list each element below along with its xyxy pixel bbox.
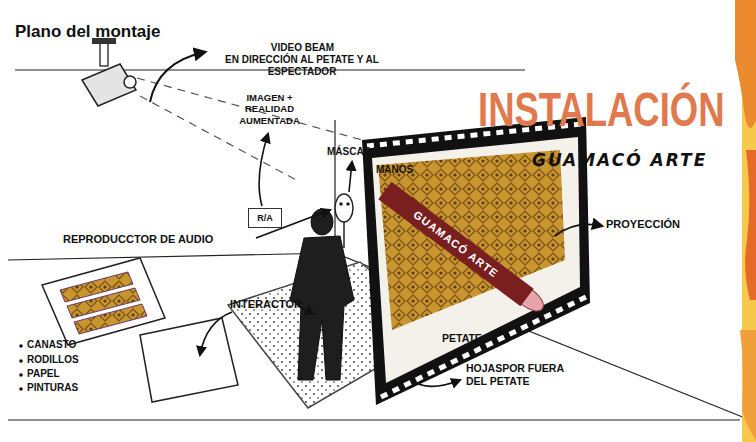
callout-label: EN DIRECCIÓN AL PETATE Y AL ESPECTADOR [222,54,382,78]
leader-arrow [200,312,232,355]
projector-body [82,64,136,106]
list-bullets [19,344,23,391]
bullet [19,359,23,363]
callout-label: HOJASPOR FUERA DEL PETATE [466,362,576,387]
painted-sheet [74,304,147,334]
interactor-figure [290,209,354,380]
painted-sheets [42,258,165,345]
mask-eye [339,202,343,206]
projection-area [372,137,580,383]
callout-label: MANOS [376,164,413,176]
floor-back-line [8,253,335,260]
paint-drip [740,330,756,440]
bullet [19,373,23,377]
installation-heading: INSTALACIÓN [478,86,725,134]
materials-item: CANASTO [27,339,76,351]
leader-arrow [150,52,205,102]
leader-arrow [349,162,352,192]
leader-arrow [259,134,268,206]
paint-drips [735,0,756,442]
mask-stand [343,222,345,248]
callout-label: VIDEO BEAM [240,42,365,54]
bullet [19,344,23,348]
mask-eye [346,202,350,206]
callout-label: PROYECCIÓN [606,218,680,231]
callout-label: REPRODUCCTOR DE AUDIO [63,233,213,246]
diagram-title: Plano del montaje [15,22,160,42]
materials-item: PAPEL [27,368,60,380]
projected-image [378,150,565,330]
bullet [19,387,23,391]
materials-item: RODILLOS [27,354,79,366]
callout-label: PETATE [442,332,482,345]
leader-arrow [555,224,602,236]
mask-face [335,194,353,222]
floor-front-line [8,419,740,420]
node-text: R/A [257,213,273,223]
room-lines [8,70,745,420]
ar-marker-box: R/A [248,208,282,228]
wall-corner-line [334,120,335,253]
projector-lens [124,76,136,88]
video-beam-projector [82,38,136,106]
callout-label: IMAGEN + REALIDAD AUMENTADA [232,92,307,126]
paint-drip [735,0,756,128]
brand-subtitle: GUAMACÓ ARTE [532,150,707,170]
blank-sheet [140,318,238,402]
projector-mount [100,42,108,66]
paint-drip [745,150,756,300]
callout-label: MÁSCARA [327,146,378,158]
projection-ray [137,78,362,140]
callout-label: INTERACTOR [230,298,302,311]
materials-item: PINTURAS [27,382,78,394]
